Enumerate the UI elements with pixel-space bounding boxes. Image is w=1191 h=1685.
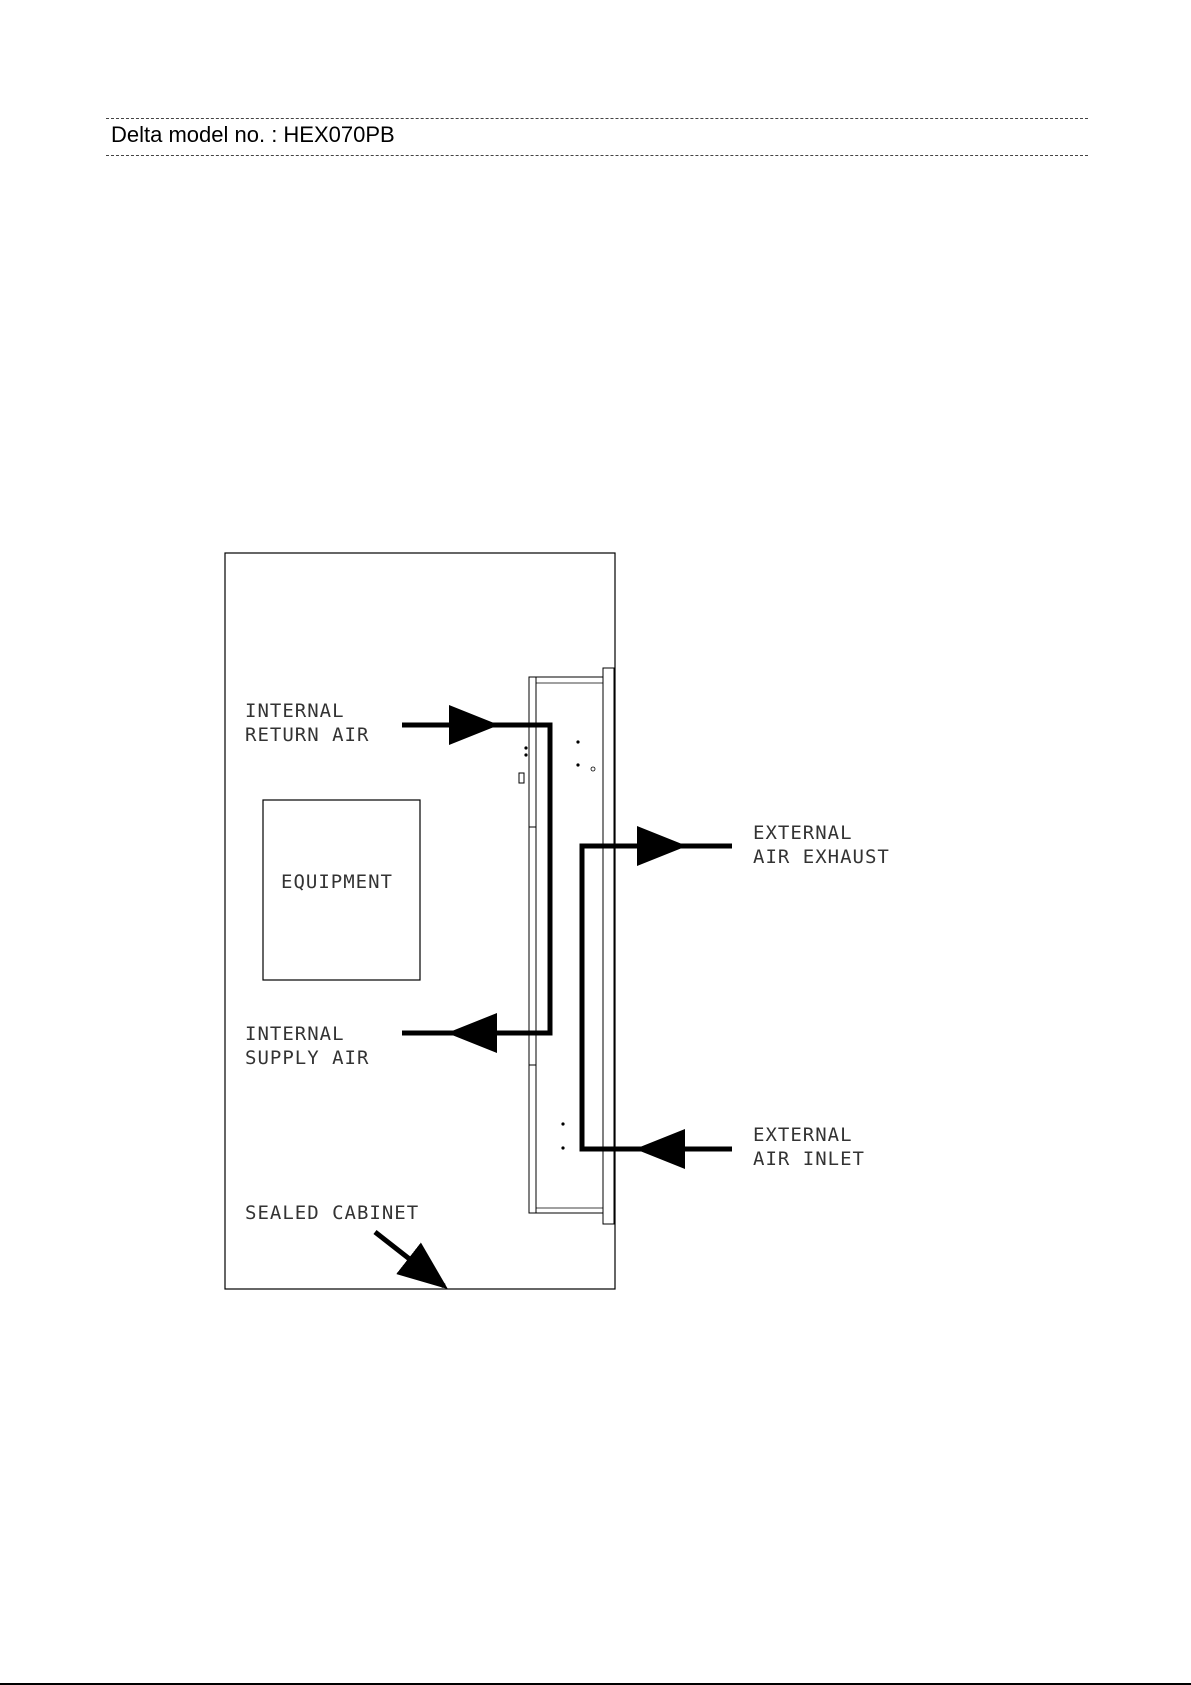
external-air-duct xyxy=(582,846,650,1149)
label-internal-supply-air-line2: SUPPLY AIR xyxy=(245,1047,369,1069)
label-external-air-inlet-line2: AIR INLET xyxy=(753,1148,865,1170)
sealed-cabinet-pointer-arrow xyxy=(375,1232,444,1286)
label-equipment: EQUIPMENT xyxy=(281,871,393,893)
label-sealed-cabinet: SEALED CABINET xyxy=(245,1202,419,1224)
internal-air-duct xyxy=(484,725,550,1033)
internal-air-flow xyxy=(402,725,550,1033)
label-internal-supply-air-line1: INTERNAL xyxy=(245,1023,345,1045)
label-external-air-inlet-line1: EXTERNAL xyxy=(753,1124,853,1146)
label-internal-return-air-line1: INTERNAL xyxy=(245,700,345,722)
label-internal-return-air-line2: RETURN AIR xyxy=(245,724,369,746)
heat-exchanger-unit xyxy=(519,668,614,1224)
label-external-air-exhaust-line1: EXTERNAL xyxy=(753,822,853,844)
label-external-air-exhaust-line2: AIR EXHAUST xyxy=(753,846,890,868)
external-air-flow xyxy=(582,846,732,1149)
